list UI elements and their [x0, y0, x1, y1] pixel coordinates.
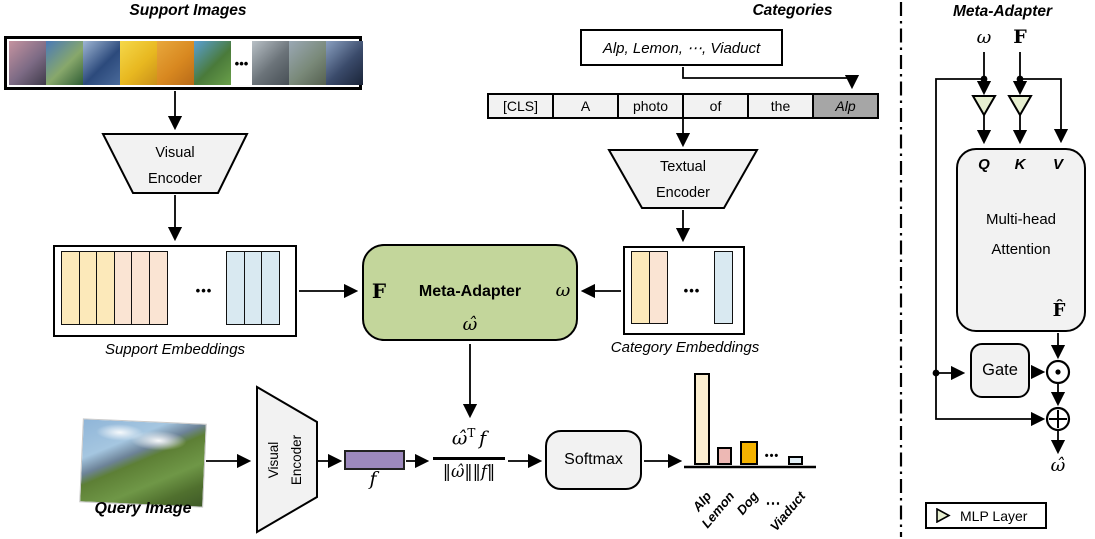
query-feature-bar — [344, 450, 405, 470]
query-image-label: Query Image — [94, 500, 192, 517]
support-thumbnail-snowy-peak — [83, 41, 120, 85]
formula-denominator: ‖ω̂‖‖f‖ — [442, 462, 496, 481]
support-thumbnail-alpine-dusk — [9, 41, 46, 85]
prompt-token: A — [554, 95, 619, 117]
support-thumbnail-tree-sky — [194, 41, 231, 85]
categories-title: Categories — [752, 2, 833, 19]
meta-adapter-input-omega: ω — [555, 280, 571, 301]
chart-label-ellipsis: ⋯ — [765, 495, 781, 512]
gate-box: Gate — [970, 343, 1030, 398]
embedding-bar — [243, 251, 263, 325]
mlp-layer-triangle-icon — [1007, 95, 1033, 117]
embedding-bar — [148, 251, 168, 325]
ellipsis-dots-icon: ••• — [234, 55, 249, 71]
softmax-box: Softmax — [545, 430, 642, 490]
query-image — [79, 418, 207, 508]
k-label: K — [1014, 156, 1026, 173]
query-visual-encoder-shape — [256, 385, 318, 534]
support-thumbnail-mountain-lake — [46, 41, 83, 85]
support-thumbnail-night-bridge — [326, 41, 363, 85]
support-image-strip: ••• — [4, 36, 363, 90]
support-embeddings-label: Support Embeddings — [104, 341, 246, 358]
meta-adapter-input-f: F — [371, 279, 387, 303]
arrow-f-to-v — [1020, 78, 1069, 144]
right-output-omega-hat: ω̂ — [1050, 455, 1066, 476]
v-label: V — [1052, 156, 1063, 173]
right-panel-title: Meta-Adapter — [952, 3, 1053, 20]
category-embeddings-ellipsis: ••• — [683, 283, 701, 298]
meta-adapter-output-omega-hat: ω̂ — [462, 314, 478, 335]
support-embedding-bars-left — [61, 251, 168, 325]
meta-adapter-box — [362, 244, 578, 341]
elementwise-product-icon — [1045, 359, 1071, 385]
embedding-bar — [261, 251, 280, 325]
support-thumbnail-viaduct-arches — [289, 41, 326, 85]
visual-encoder-label: Visual Encoder — [147, 145, 202, 187]
multi-head-attention-label: Multi-head Attention — [985, 211, 1057, 258]
mlp-layer-triangle-icon — [971, 95, 997, 117]
prompt-token: the — [749, 95, 814, 117]
categories-box: Alp, Lemon, ⋯, Viaduct — [580, 29, 783, 66]
embedding-bar — [226, 251, 245, 325]
f-hat-label: F̂ — [1052, 300, 1066, 321]
embedding-bar — [113, 251, 133, 325]
elementwise-sum-icon — [1045, 406, 1071, 432]
category-embeddings-label: Category Embeddings — [610, 339, 760, 356]
embedding-bar — [631, 251, 650, 324]
embedding-bar — [96, 251, 115, 325]
category-embedding-bars-right — [714, 251, 733, 324]
junction-dot — [980, 75, 988, 83]
categories-list: Alp, Lemon, ⋯, Viaduct — [602, 39, 761, 57]
textual-encoder-shape — [607, 149, 759, 209]
visual-encoder-shape — [101, 133, 249, 194]
textual-encoder-label: Textual Encoder — [655, 159, 710, 201]
multi-head-attention-box — [956, 148, 1086, 332]
mlp-layer-legend-icon — [936, 508, 951, 523]
chart-bar-alp — [694, 373, 710, 465]
chart-bar-viaduct — [788, 456, 803, 465]
chart-bar-dog — [740, 441, 758, 465]
residual-omega-to-sum — [935, 78, 1046, 427]
mlp-legend-label: MLP Layer — [960, 507, 1028, 524]
query-visual-encoder-label: Visual Encoder — [266, 434, 304, 486]
embedding-bar — [648, 251, 668, 324]
prompt-token: Alp — [814, 95, 877, 117]
support-thumbnail-gray-bridge — [252, 41, 289, 85]
chart-ellipsis-icon: ••• — [764, 450, 780, 462]
formula-numerator: ω̂T f — [451, 426, 487, 450]
embedding-bar — [714, 251, 733, 324]
support-embedding-bars-right — [226, 251, 280, 325]
prompt-token: photo — [619, 95, 684, 117]
query-feature-label: f — [369, 468, 377, 490]
chart-bar-lemon — [717, 447, 732, 465]
right-input-f: F — [1013, 26, 1027, 48]
meta-adapter-label: Meta-Adapter — [418, 283, 522, 300]
support-thumbnail-lemons — [120, 41, 157, 85]
arrow-categories-to-alp-token — [682, 67, 860, 90]
mlp-legend-box: MLP Layer — [925, 502, 1047, 529]
embedding-bar — [131, 251, 150, 325]
junction-dot — [1016, 75, 1024, 83]
support-images-title: Support Images — [129, 2, 247, 19]
category-embedding-bars-left — [631, 251, 668, 324]
embedding-bar — [61, 251, 80, 325]
junction-dot — [932, 369, 940, 377]
q-label: Q — [978, 156, 990, 173]
right-input-omega: ω — [976, 27, 992, 48]
prompt-token: [CLS] — [489, 95, 554, 117]
support-thumbnail-orange-slices — [157, 41, 194, 85]
support-embeddings-ellipsis: ••• — [195, 283, 213, 298]
prompt-token: of — [684, 95, 749, 117]
formula-fraction-bar — [433, 457, 505, 460]
embedding-bar — [78, 251, 98, 325]
